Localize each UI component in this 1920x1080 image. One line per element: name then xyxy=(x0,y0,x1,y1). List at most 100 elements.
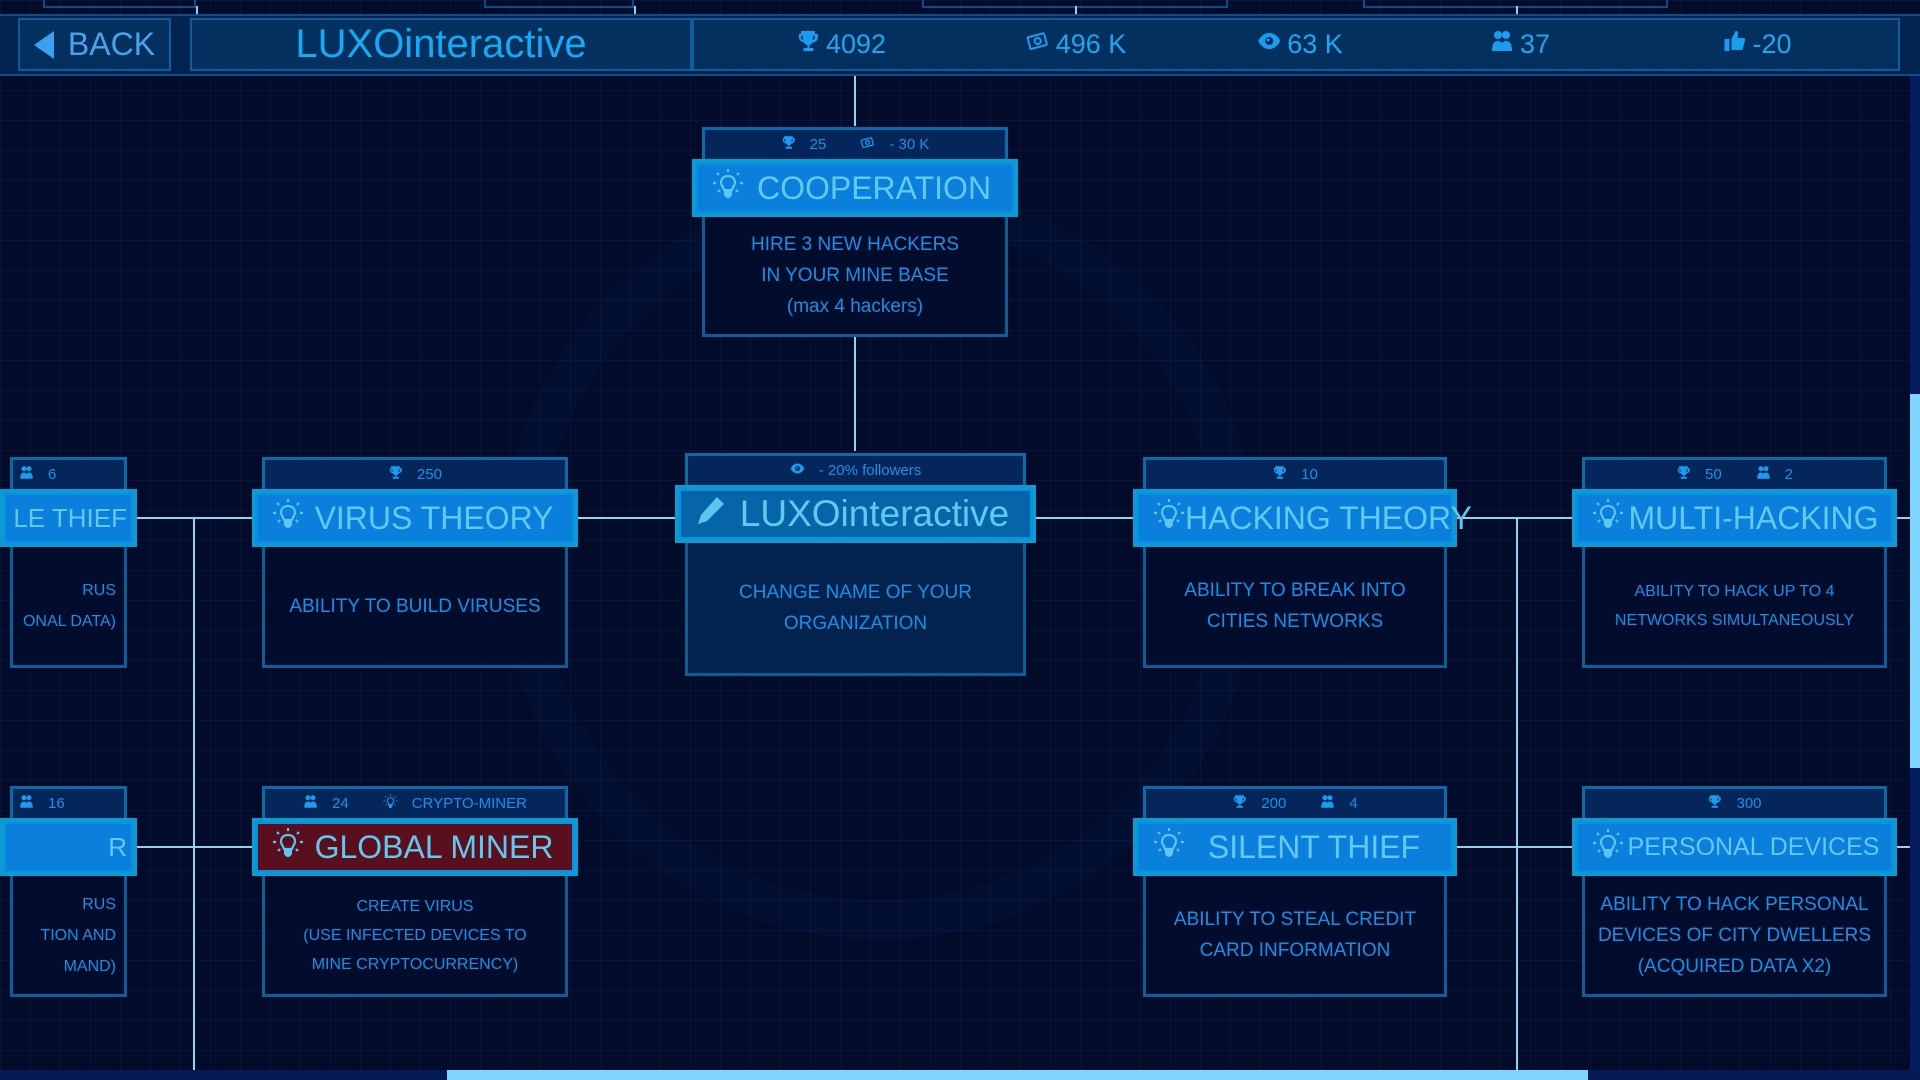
description-line: (ACQUIRED DATA X2) xyxy=(1637,955,1832,977)
node-title-bar[interactable]: PERSONAL DEVICES xyxy=(1572,818,1897,876)
trophy-icon xyxy=(781,135,796,154)
node-title: HACKING THEORY xyxy=(1185,499,1472,536)
requirement-value: 200 xyxy=(1261,795,1287,812)
bulb-icon xyxy=(272,498,304,538)
requirement: 24 xyxy=(303,794,349,813)
horizontal-scrollbar[interactable] xyxy=(0,1070,1920,1080)
description-line: HIRE 3 NEW HACKERS xyxy=(751,234,959,255)
description-line: NETWORKS SIMULTANEOUSLY xyxy=(1614,612,1855,629)
vertical-scrollbar[interactable] xyxy=(1910,76,1920,1070)
bulb-icon xyxy=(272,827,304,867)
bulb-icon xyxy=(1153,498,1185,538)
requirement: 200 xyxy=(1232,794,1286,813)
requirement-value: 50 xyxy=(1704,466,1722,483)
description-line: ABILITY TO STEAL CREDIT xyxy=(1173,909,1417,930)
node-title-bar[interactable]: HACKING THEORY xyxy=(1133,489,1472,547)
node-title-bar[interactable]: LUXOinteractive xyxy=(675,485,1036,543)
connector-line xyxy=(137,846,257,848)
description-line: ABILITY TO HACK UP TO 4 xyxy=(1634,583,1835,600)
back-arrow-icon xyxy=(33,30,54,59)
offscreen-node-top xyxy=(1363,0,1668,8)
description-line: ABILITY TO HACK PERSONAL xyxy=(1600,893,1869,915)
vertical-scroll-thumb[interactable] xyxy=(1910,394,1920,768)
thumbs-up-icon xyxy=(1722,29,1746,60)
trophy-icon xyxy=(1676,465,1691,484)
node-title-bar[interactable]: LE THIEF xyxy=(0,489,137,547)
requirement-value: 6 xyxy=(48,466,57,483)
organization-name: LUXOinteractive xyxy=(295,22,587,66)
node-title: GLOBAL MINER xyxy=(314,828,554,865)
connector-line xyxy=(1516,517,1518,1070)
stat-reputation: -20 xyxy=(1722,20,1792,69)
node-requirements: 25- 30 K xyxy=(702,127,1008,159)
bulb-icon xyxy=(712,168,744,208)
requirement: 25 xyxy=(781,135,827,154)
bulb-icon xyxy=(1592,828,1624,867)
node-description: ABILITY TO BUILD VIRUSES xyxy=(262,547,568,668)
node-requirements: 10 xyxy=(1143,457,1447,489)
node-requirements: 6 xyxy=(10,457,127,489)
offscreen-node-top xyxy=(43,0,196,8)
requirement-value: 25 xyxy=(809,136,827,153)
pencil-icon xyxy=(695,493,727,535)
node-title: SILENT THIEF xyxy=(1207,828,1421,865)
description-line: (max 4 hackers) xyxy=(786,296,924,317)
requirement: 300 xyxy=(1707,794,1762,813)
trophy-icon xyxy=(388,465,403,484)
node-requirements: 16 xyxy=(10,786,127,818)
requirement-value: - 20% followers xyxy=(818,462,922,479)
node-requirements: 50 2 xyxy=(1582,457,1887,489)
node-title-bar[interactable]: VIRUS THEORY xyxy=(252,489,578,547)
stat-value: -20 xyxy=(1752,29,1792,59)
node-title-bar[interactable]: SILENT THIEF xyxy=(1133,818,1457,876)
stats-bar: 4092 496 K 63 K 37 -20 xyxy=(692,18,1900,71)
requirement-value: 300 xyxy=(1736,795,1762,812)
node-title-bar[interactable]: R xyxy=(0,818,137,876)
stat-trophies: 4092 xyxy=(796,20,886,69)
back-button[interactable]: BACK xyxy=(18,18,171,71)
stat-value: 63 K xyxy=(1287,29,1343,59)
horizontal-scroll-thumb[interactable] xyxy=(447,1070,1588,1080)
node-title-bar[interactable]: GLOBAL MINER xyxy=(252,818,578,876)
eye-icon xyxy=(790,461,805,480)
description-line: ABILITY TO BUILD VIRUSES xyxy=(289,595,541,617)
stat-followers: 63 K xyxy=(1257,20,1343,69)
requirement-value: 16 xyxy=(48,795,65,812)
requirement: 50 xyxy=(1676,465,1722,484)
connector-line xyxy=(196,6,198,16)
requirement: 2 xyxy=(1756,465,1793,484)
trophy-icon xyxy=(1272,465,1287,484)
node-requirements: 300 xyxy=(1582,786,1887,818)
requirement-value: 250 xyxy=(416,466,443,483)
requirement-value: 24 xyxy=(332,795,349,812)
description-line: MINE CRYPTOCURRENCY) xyxy=(311,955,519,973)
requirement-value: 4 xyxy=(1349,795,1358,812)
node-title-bar[interactable]: COOPERATION xyxy=(692,159,1018,217)
description-line: MAND) xyxy=(63,957,116,975)
description-line: RUS xyxy=(82,895,116,913)
connector-line xyxy=(193,517,195,1070)
description-line: CHANGE NAME OF YOUR xyxy=(739,582,972,603)
connector-line xyxy=(1075,6,1077,16)
description-line: DEVICES OF CITY DWELLERS xyxy=(1597,924,1872,946)
connector-line xyxy=(1516,6,1518,16)
requirement: 16 xyxy=(19,794,65,813)
requirement: - 20% followers xyxy=(790,461,922,480)
connector-line xyxy=(634,6,636,16)
node-title-bar[interactable]: MULTI-HACKING xyxy=(1572,489,1897,547)
